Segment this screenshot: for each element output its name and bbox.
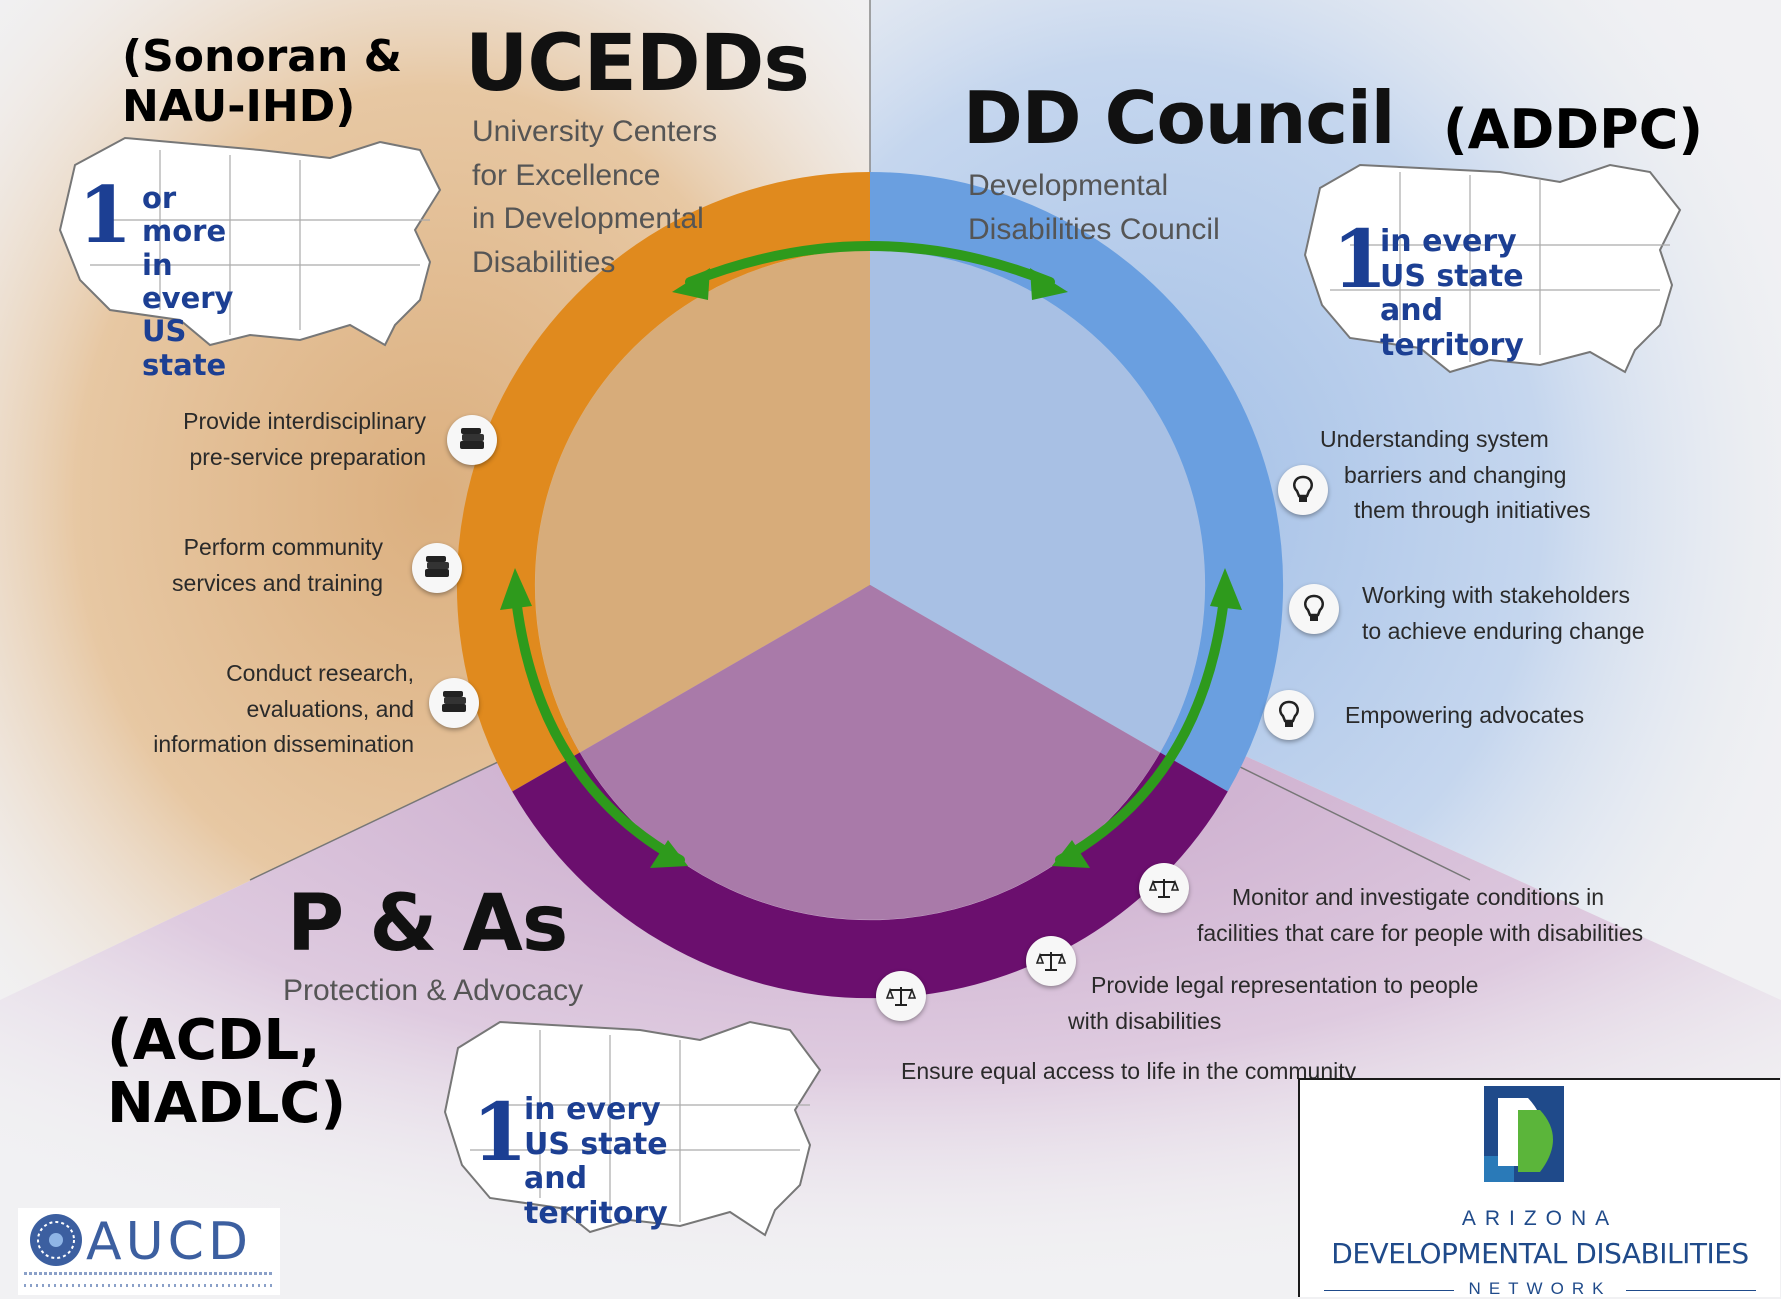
- council-title: DD Council: [963, 76, 1395, 160]
- azdd-logo-rule-right: [1626, 1290, 1756, 1291]
- azdd-logo-name: DEVELOPMENTAL DISABILITIES: [1331, 1237, 1749, 1270]
- azdd-logo-state: ARIZONA: [1461, 1207, 1619, 1230]
- aucd-logo-star: [30, 1214, 82, 1266]
- council-affiliates-note: (ADDPC): [1443, 98, 1704, 161]
- activity-line: services and training: [172, 569, 383, 596]
- arrowhead-pa-left: [650, 840, 688, 868]
- pa-affiliates-note: (ACDL, NADLC): [107, 1008, 347, 1136]
- pa-map-text-line: in every US state: [524, 1092, 668, 1162]
- ucedd-map-text-line: in every US state: [142, 247, 234, 382]
- scales-of-justice-icon: [1026, 936, 1076, 986]
- pa-map-text: in every US state and territory: [524, 1092, 668, 1231]
- arrowhead-ucedd-left: [500, 568, 532, 610]
- arrow-ucedd-council: [685, 241, 1055, 287]
- ucedd-activity-3: Conduct research, evaluations, and infor…: [153, 656, 414, 763]
- activity-line: Monitor and investigate conditions in: [1232, 884, 1605, 910]
- council-subtitle-line: Disabilities Council: [968, 212, 1220, 246]
- us-map-council: [1303, 163, 1682, 374]
- activity-line: barriers and changing: [1344, 461, 1567, 488]
- council-activity-2: Working with stakeholders to achieve end…: [1362, 578, 1645, 649]
- ucedd-subtitle-line: in Developmental: [472, 202, 704, 235]
- ucedd-subtitle-line: Disabilities: [472, 245, 616, 279]
- pa-note-line1: (ACDL,: [107, 1008, 321, 1073]
- inner-circle: [535, 250, 1205, 920]
- azdd-logo-mark: [1484, 1086, 1564, 1182]
- activity-line: pre-service preparation: [189, 443, 426, 470]
- green-arrows: [510, 241, 1230, 865]
- ucedd-activity-1: Provide interdisciplinary pre-service pr…: [183, 404, 426, 475]
- pa-title: P & As: [287, 879, 568, 969]
- book-stack-icon: [412, 543, 462, 593]
- inner-sector-council: [870, 250, 1205, 753]
- activity-line: Perform community: [183, 534, 383, 560]
- council-subtitle: Developmental Disabilities Council: [968, 164, 1220, 251]
- arrowhead-pa-right: [1052, 840, 1090, 868]
- lightbulb-icon: [1278, 465, 1328, 515]
- ring-ucedd: [456, 172, 871, 792]
- arrow-council-pa: [1055, 585, 1230, 865]
- ucedd-subtitle: University Centers for Excellence in Dev…: [472, 110, 717, 284]
- pa-activity-3: Ensure equal access to life in the commu…: [901, 1058, 1357, 1084]
- ucedd-map-number: 1: [78, 170, 133, 261]
- azdd-logo-rule-left: [1324, 1290, 1454, 1291]
- council-map-text-line: in every US state: [1380, 224, 1524, 294]
- aucd-tagline-rule: [24, 1272, 274, 1275]
- aucd-tagline-rule: [24, 1284, 274, 1287]
- activity-line: information dissemination: [153, 731, 414, 758]
- lightbulb-icon: [1289, 584, 1339, 634]
- scales-of-justice-icon: [1139, 863, 1189, 913]
- activity-line: to achieve enduring change: [1362, 617, 1645, 644]
- activity-line: Working with stakeholders: [1362, 582, 1631, 608]
- council-subtitle-line: Developmental: [968, 169, 1169, 202]
- us-map-ucedd: [58, 136, 442, 347]
- council-activity-1: Understanding system barriers and changi…: [1320, 422, 1690, 529]
- aucd-logo-text: AUCD: [86, 1212, 252, 1272]
- ucedd-title: UCEDDs: [465, 19, 810, 109]
- ucedd-note-line1: (Sonoran &: [122, 31, 402, 82]
- book-stack-icon: [429, 678, 479, 728]
- ucedd-note-line2: NAU-IHD): [122, 80, 356, 132]
- ucedd-subtitle-line: for Excellence: [472, 158, 661, 192]
- activity-line: Conduct research,: [226, 660, 414, 686]
- pa-map-number: 1: [472, 1085, 528, 1179]
- pa-subtitle: Protection & Advocacy: [283, 974, 584, 1007]
- pa-note-line2: NADLC): [107, 1070, 347, 1136]
- azdd-network-logo: ARIZONA DEVELOPMENTAL DISABILITIES NETWO…: [1298, 1078, 1780, 1298]
- council-map-text-line: and territory: [1380, 293, 1524, 363]
- ring-council: [869, 172, 1284, 792]
- inner-sector-ucedd: [535, 250, 870, 753]
- council-map-number: 1: [1332, 212, 1388, 306]
- council-map-text: in every US state and territory: [1380, 224, 1524, 363]
- pa-map-text-line: and territory: [524, 1161, 668, 1231]
- activity-line: facilities that care for people with dis…: [1197, 919, 1644, 946]
- activity-line: Provide legal representation to people: [1091, 972, 1479, 998]
- lightbulb-icon: [1264, 690, 1314, 740]
- ring-pa: [512, 752, 1228, 999]
- us-map-pa: [443, 1020, 822, 1237]
- outer-ring: [456, 172, 1284, 999]
- ucedd-map-text-line: or more: [142, 181, 227, 249]
- pa-activity-2: Provide legal representation to people w…: [1068, 968, 1478, 1039]
- ucedd-affiliates-note: (Sonoran & NAU-IHD): [122, 30, 402, 131]
- inner-sector-pa: [580, 585, 1160, 920]
- activity-line: with disabilities: [1068, 1007, 1222, 1034]
- arrowhead-council-top: [1030, 268, 1068, 300]
- azdd-logo-network: NETWORK: [1468, 1279, 1612, 1298]
- ucedd-activity-2: Perform community services and training: [172, 530, 383, 601]
- arrowhead-council-right: [1210, 568, 1242, 610]
- arrowhead-ucedd-top: [672, 268, 710, 300]
- pa-activity-1: Monitor and investigate conditions in fa…: [1197, 880, 1643, 951]
- arrow-ucedd-pa: [510, 585, 685, 865]
- ucedd-map-text: or more in every US state: [142, 181, 234, 382]
- activity-line: them through initiatives: [1354, 497, 1591, 524]
- scales-of-justice-icon: [876, 971, 926, 1021]
- activity-line: evaluations, and: [246, 695, 414, 722]
- activity-line: Understanding system: [1320, 426, 1549, 452]
- activity-line: Provide interdisciplinary: [183, 408, 426, 434]
- council-activity-3: Empowering advocates: [1345, 702, 1585, 728]
- ucedd-subtitle-line: University Centers: [472, 115, 718, 148]
- arrow-heads: [500, 268, 1242, 868]
- book-stack-icon: [447, 415, 497, 465]
